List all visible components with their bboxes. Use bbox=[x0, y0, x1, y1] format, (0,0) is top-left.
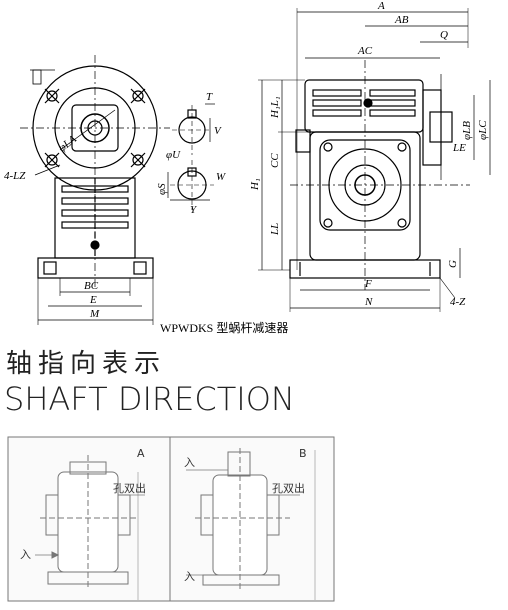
panel-a-input-label: 入 bbox=[20, 548, 31, 561]
dim-f: F bbox=[364, 278, 372, 290]
panel-b-input-bottom-label: 入 bbox=[184, 570, 195, 583]
section-title-en: SHAFT DIRECTION bbox=[4, 380, 295, 418]
dim-y: Y bbox=[190, 204, 198, 216]
dim-m: M bbox=[89, 308, 100, 320]
dim-a: A bbox=[377, 0, 385, 12]
panel-b-input-top-label: 入 bbox=[184, 456, 195, 469]
dim-t: T bbox=[206, 91, 213, 103]
panel-b-output-label: 孔双出 bbox=[272, 481, 305, 495]
panel-b-drawing bbox=[186, 448, 316, 600]
dim-n: N bbox=[364, 296, 373, 308]
dim-4lz: 4-LZ bbox=[4, 170, 26, 182]
dim-cc: CC bbox=[269, 153, 281, 168]
dim-e: E bbox=[89, 294, 97, 306]
dim-w: W bbox=[216, 171, 226, 183]
dim-ll: LL bbox=[269, 223, 281, 236]
drawing-caption: WPWDKS 型蜗杆减速器 bbox=[160, 321, 289, 335]
dim-u: φU bbox=[166, 149, 181, 161]
panel-b-letter: B bbox=[299, 447, 307, 460]
section-title-cn: 轴指向表示 bbox=[6, 349, 167, 379]
dim-v: V bbox=[214, 125, 222, 137]
dim-lb: φLB bbox=[461, 121, 473, 140]
dim-bc: BC bbox=[84, 280, 99, 292]
dim-ac: AC bbox=[357, 45, 373, 57]
panel-a-letter: A bbox=[137, 447, 145, 460]
shaft-direction-panels bbox=[7, 436, 335, 602]
dim-ab: AB bbox=[394, 14, 409, 26]
dim-h1l1: H₁L₁ bbox=[269, 96, 281, 119]
dimension-labels: A AB Q AC H₁L₁ φLB φLC LE CC H₁ LL G F N… bbox=[4, 0, 489, 320]
panel-a-drawing bbox=[35, 455, 145, 600]
shaft-details bbox=[167, 103, 215, 210]
dim-lc: φLC bbox=[477, 120, 489, 140]
dim-q: Q bbox=[440, 29, 448, 41]
dim-4z: 4-Z bbox=[450, 296, 466, 308]
dim-s: φS bbox=[156, 183, 168, 195]
dim-g: G bbox=[447, 260, 459, 268]
front-view bbox=[20, 55, 170, 325]
dim-le: LE bbox=[452, 142, 466, 154]
dim-h1: H₁ bbox=[249, 178, 261, 191]
panel-a-output-label: 孔双出 bbox=[113, 481, 146, 495]
side-view bbox=[258, 8, 491, 312]
